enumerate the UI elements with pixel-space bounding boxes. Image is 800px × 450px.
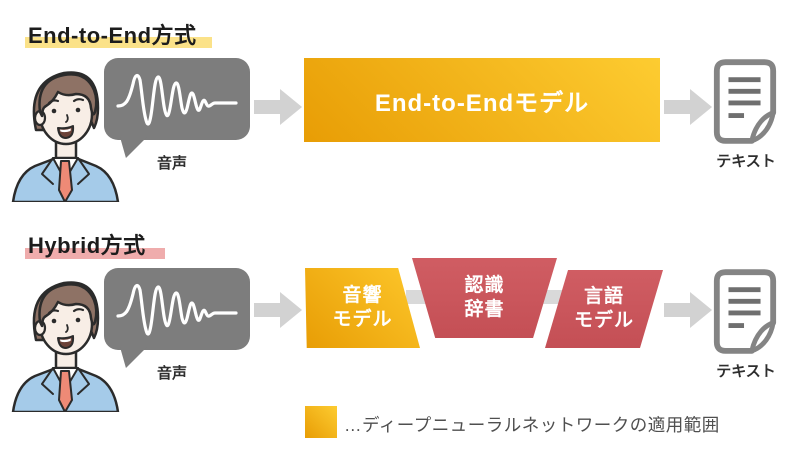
end-to-end-model-label: End-to-Endモデル (374, 89, 590, 117)
stage-recognition-dictionary: 認識 辞書 (412, 258, 557, 338)
end-to-end-title-highlight (25, 37, 212, 48)
legend-dnn-swatch (305, 406, 337, 438)
hybrid-title-highlight (25, 248, 165, 259)
end-to-end-section-title: End-to-End方式 (28, 23, 197, 48)
stage-label-line: 認識 (464, 274, 505, 296)
input-label: 音声 (156, 155, 187, 172)
flow-arrow-icon (664, 292, 712, 328)
speech-bubble (104, 268, 250, 368)
output-label: テキスト (716, 363, 776, 380)
waveform-icon (116, 283, 238, 336)
speech-bubble (104, 58, 250, 158)
stage-label-line: 音響 (342, 284, 383, 306)
stage-acoustic-model: 音響 モデル (305, 268, 420, 348)
flow-arrow-icon (254, 89, 302, 125)
document-icon (713, 269, 777, 354)
stage-label-line: 言語 (583, 285, 624, 307)
flow-arrow-icon (664, 89, 712, 125)
speaker-avatar (11, 71, 120, 202)
stage-label-line: 辞書 (464, 299, 505, 320)
speaker-avatar (11, 281, 120, 412)
stage-label-line: モデル (573, 310, 634, 331)
hybrid-section-title: Hybrid方式 (28, 233, 146, 258)
stage-language-model: 言語 モデル (545, 270, 663, 348)
flow-arrow-icon (254, 292, 302, 328)
document-icon (713, 59, 777, 144)
input-label: 音声 (156, 365, 187, 382)
output-label: テキスト (716, 153, 776, 170)
stage-label-line: モデル (332, 309, 393, 330)
waveform-icon (116, 73, 238, 126)
end-to-end-model-box: End-to-Endモデル (304, 58, 660, 142)
legend-label: …ディープニューラルネットワークの適用範囲 (344, 415, 720, 435)
